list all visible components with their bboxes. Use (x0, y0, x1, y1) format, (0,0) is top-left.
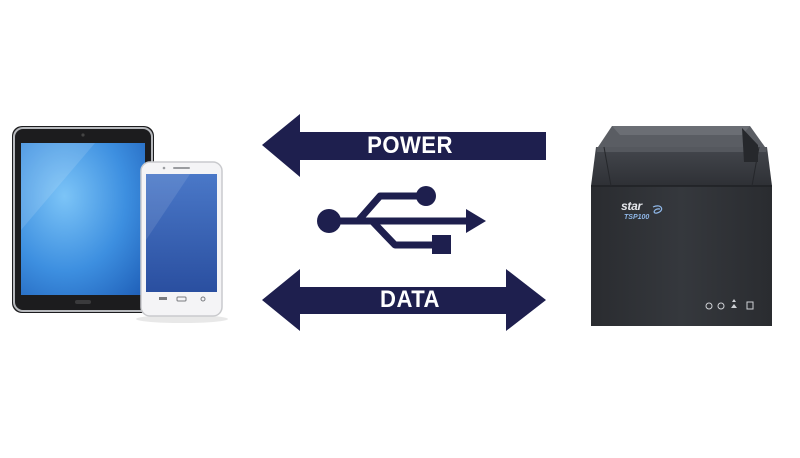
data-arrow (262, 269, 546, 331)
smartphone-icon (136, 161, 228, 323)
printer-icon (591, 126, 772, 326)
printer-brand-logo: star (621, 199, 642, 213)
tablet-icon (12, 126, 154, 313)
data-label: DATA (380, 286, 440, 313)
printer-model-label: TSP100 (624, 214, 650, 221)
usb-icon (317, 186, 486, 254)
power-label: POWER (367, 132, 453, 159)
power-arrow (262, 114, 546, 177)
